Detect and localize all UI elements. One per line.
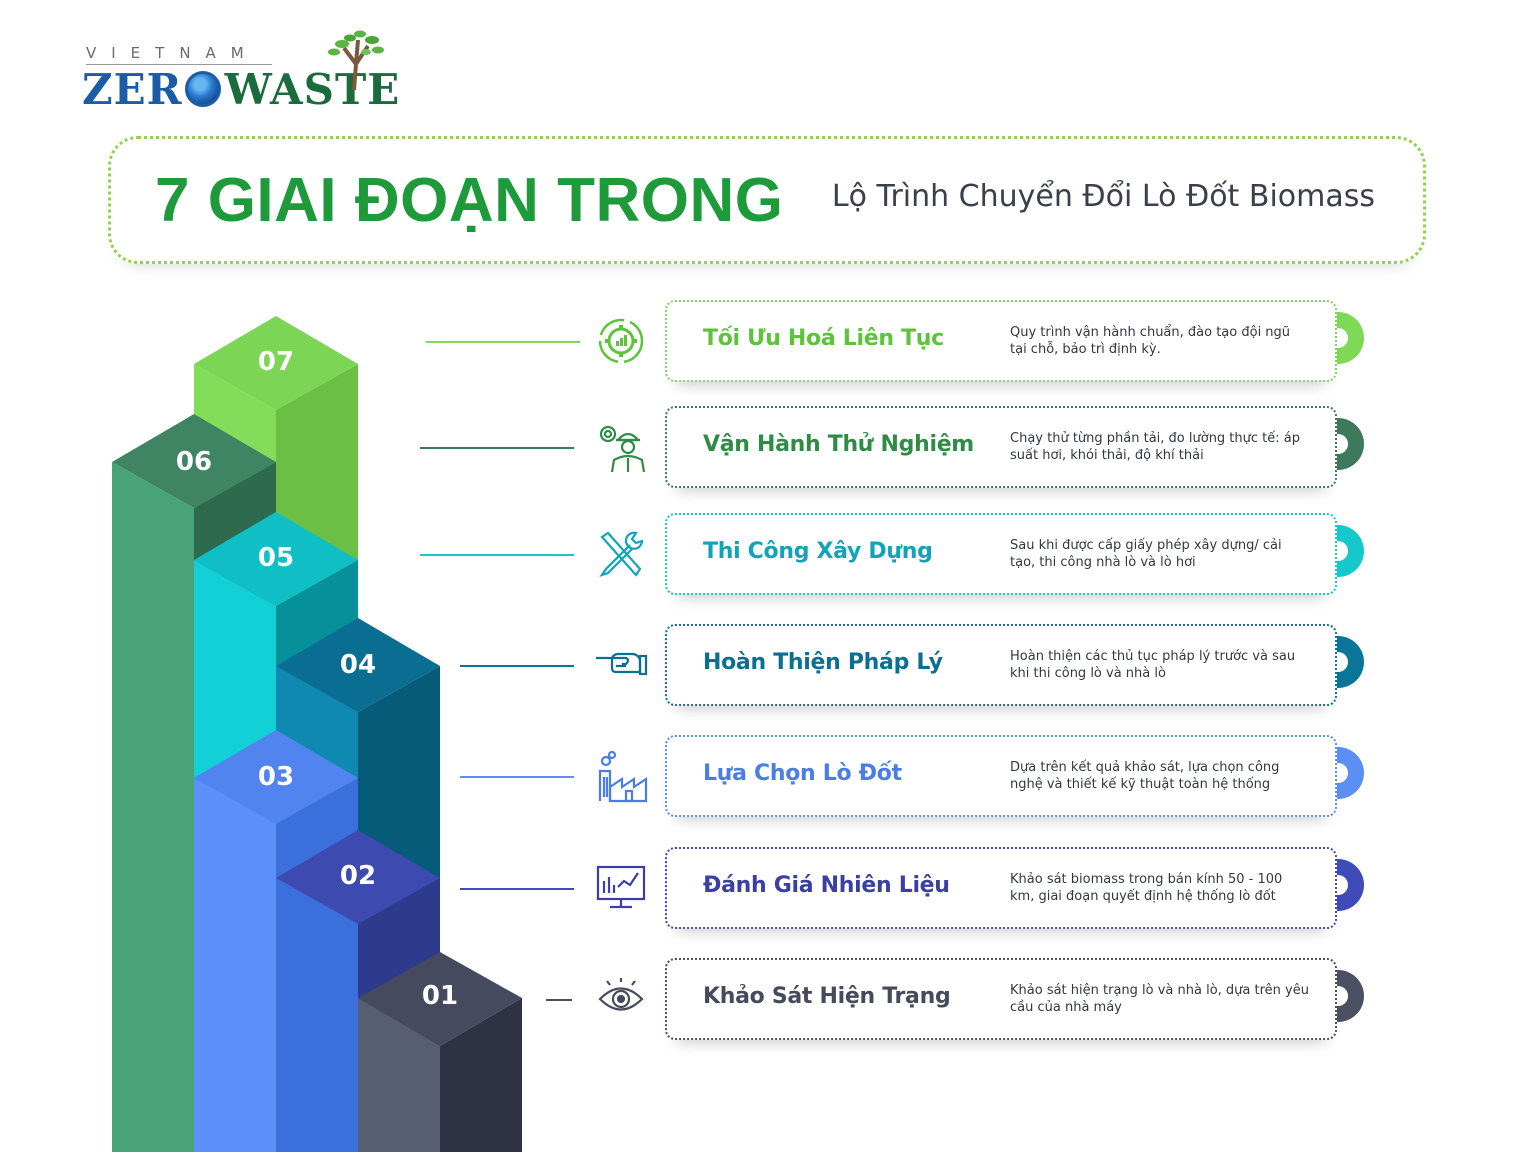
step-06-left — [112, 462, 194, 1152]
step-03-left — [194, 778, 276, 1152]
logo: VIETNAM ZER WASTE — [82, 30, 402, 120]
connector-line — [420, 447, 574, 449]
stage-row-01: Khảo Sát Hiện Trạng Khảo sát hiện trạng l… — [0, 956, 1536, 1040]
stage-title: Tối Ưu Hoá Liên Tục — [703, 326, 944, 351]
stage-title: Khảo Sát Hiện Trạng — [703, 984, 951, 1009]
stage-description: Khảo sát hiện trạng lò và nhà lò, dựa tr… — [1010, 983, 1309, 1015]
stage-title: Vận Hành Thử Nghiệm — [703, 432, 974, 457]
tools-icon — [592, 525, 650, 583]
stage-row-03: Lựa Chọn Lò Đốt Dựa trên kết quả khảo sát… — [0, 733, 1536, 817]
logo-wordmark: ZER WASTE — [82, 64, 400, 114]
connector-line — [426, 341, 580, 343]
stage-description: Chạy thử từng phần tải, đo lường thực tế… — [1010, 431, 1300, 463]
step-02-left — [276, 878, 358, 1152]
stage-card: Đánh Giá Nhiên Liệu Khảo sát biomass tron… — [665, 847, 1337, 929]
staircase-diagram: 07 06 05 04 03 02 01 — [112, 316, 522, 1152]
connector-line — [460, 665, 574, 667]
step-02-top — [276, 830, 440, 924]
stage-row-04: Hoàn Thiện Pháp Lý Hoàn thiện các thủ tục… — [0, 622, 1536, 706]
connector-line — [546, 999, 572, 1001]
step-number: 07 — [258, 347, 294, 377]
eye-icon — [592, 970, 650, 1028]
stage-row-02: Đánh Giá Nhiên Liệu Khảo sát biomass tron… — [0, 845, 1536, 929]
stage-card: Vận Hành Thử Nghiệm Chạy thử từng phần tả… — [665, 406, 1337, 488]
stage-title: Thi Công Xây Dựng — [703, 539, 933, 564]
step-number: 05 — [258, 543, 294, 573]
page-title: 7 GIAI ĐOẠN TRONG — [155, 166, 784, 235]
stage-card: Tối Ưu Hoá Liên Tục Quy trình vận hành ch… — [665, 300, 1337, 382]
step-07-top — [194, 316, 358, 410]
page-subtitle: Lộ Trình Chuyển Đổi Lò Đốt Biomass — [831, 179, 1375, 214]
stage-title: Lựa Chọn Lò Đốt — [703, 761, 902, 786]
step-06-top — [112, 414, 276, 508]
step-01-right — [440, 998, 522, 1152]
connector-line — [420, 554, 574, 556]
stage-title: Đánh Giá Nhiên Liệu — [703, 873, 950, 898]
step-number: 03 — [258, 762, 294, 792]
stage-description: Hoàn thiện các thủ tục pháp lý trước và … — [1010, 649, 1296, 681]
stage-card: Thi Công Xây Dựng Sau khi được cấp giấy p… — [665, 513, 1337, 595]
engineer-gear-icon — [592, 418, 650, 476]
stage-row-07: Tối Ưu Hoá Liên Tục Quy trình vận hành ch… — [0, 298, 1536, 382]
pointing-hand-icon — [592, 636, 650, 694]
step-number: 01 — [422, 981, 458, 1011]
stage-row-06: Vận Hành Thử Nghiệm Chạy thử từng phần tả… — [0, 404, 1536, 488]
gear-cycle-icon — [592, 312, 650, 370]
header-banner: 7 GIAI ĐOẠN TRONG Lộ Trình Chuyển Đổi Lò… — [108, 136, 1426, 264]
factory-icon — [592, 747, 650, 805]
stage-description: Dựa trên kết quả khảo sát, lựa chọn công… — [1010, 760, 1280, 792]
step-01-left — [358, 998, 440, 1152]
tree-icon — [328, 30, 384, 90]
stage-description: Sau khi được cấp giấy phép xây dựng/ cải… — [1010, 538, 1282, 570]
step-number: 04 — [340, 650, 376, 680]
monitor-chart-icon — [592, 859, 650, 917]
step-05-top — [194, 512, 358, 606]
logo-word-part2: WASTE — [224, 64, 401, 114]
step-number: 06 — [176, 447, 212, 477]
logo-word-part1: ZER — [82, 64, 183, 114]
step-01-top — [358, 952, 522, 1046]
step-number: 02 — [340, 861, 376, 891]
stage-card: Hoàn Thiện Pháp Lý Hoàn thiện các thủ tục… — [665, 624, 1337, 706]
logo-country: VIETNAM — [86, 44, 259, 62]
stage-card: Khảo Sát Hiện Trạng Khảo sát hiện trạng l… — [665, 958, 1337, 1040]
logo-divider — [86, 64, 272, 65]
globe-icon — [184, 71, 221, 107]
stage-card: Lựa Chọn Lò Đốt Dựa trên kết quả khảo sát… — [665, 735, 1337, 817]
stage-description: Quy trình vận hành chuẩn, đào tạo đội ng… — [1010, 325, 1291, 357]
stage-description: Khảo sát biomass trong bán kính 50 - 100… — [1010, 872, 1283, 904]
step-03-top — [194, 730, 358, 824]
connector-line — [460, 888, 574, 890]
stage-row-05: Thi Công Xây Dựng Sau khi được cấp giấy p… — [0, 511, 1536, 595]
step-04-top — [276, 618, 440, 712]
stage-title: Hoàn Thiện Pháp Lý — [703, 650, 943, 675]
connector-line — [460, 776, 574, 778]
